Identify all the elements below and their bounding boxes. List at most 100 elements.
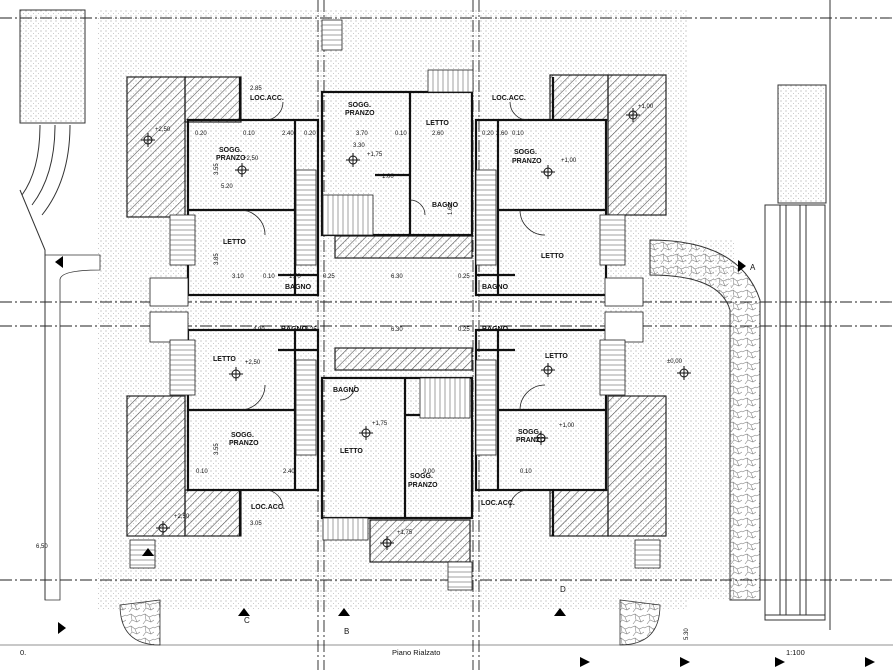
dimension-label: 4.90 — [253, 327, 265, 333]
dimension-label: 9.00 — [423, 469, 435, 475]
level-marker-cross — [359, 426, 373, 440]
room-labels: LOC.ACC. LOC.ACC. LOC.ACC. LOC.ACC. SOGG… — [213, 95, 568, 511]
dimension-label: 0.20 — [195, 131, 207, 137]
room-label: LETTO — [340, 448, 363, 455]
room-label: LOC.ACC. — [481, 500, 515, 507]
room-label: SOGG. — [348, 102, 371, 109]
dimension-label: 0.10 — [520, 469, 532, 475]
dimension-label: 6.30 — [391, 327, 403, 333]
room-label: LOC.ACC. — [492, 95, 526, 102]
dimension-label: 0.10 — [243, 131, 255, 137]
level-marker-cross — [346, 153, 360, 167]
drawing-title: Piano Rialzato — [392, 648, 440, 657]
dimension-label: 2.85 — [250, 86, 262, 92]
room-label: LOC.ACC. — [250, 95, 284, 102]
dimension-label: 0.20 — [482, 131, 494, 137]
section-mark-b: B — [344, 627, 349, 636]
dimension-label: 0.25 — [458, 274, 470, 280]
elevation-label: +2,50 — [155, 127, 171, 133]
room-label: LETTO — [545, 353, 568, 360]
elevation-label: ±0,00 — [667, 359, 683, 365]
dimension-labels: 2.85 3.70 0.10 2.60 0.20 0.10 2.40 0.20 … — [195, 86, 690, 640]
room-label: LOC.ACC. — [251, 504, 285, 511]
dimension-label: 5.20 — [221, 184, 233, 190]
dimension-label: 5.30 — [684, 628, 690, 640]
elevation-label: +2,50 — [174, 514, 190, 520]
room-label: LETTO — [426, 120, 449, 127]
dimension-label: 0.10 — [196, 469, 208, 475]
dimension-label: 2.40 — [282, 131, 294, 137]
room-label: PRANZO — [516, 437, 546, 444]
section-mark-a: A — [750, 263, 756, 272]
level-marker-cross — [541, 165, 555, 179]
level-marker-cross — [541, 363, 555, 377]
dimension-label: 0.10 — [512, 131, 524, 137]
elevation-label: +2,50 — [245, 360, 261, 366]
room-label: BAGNO — [482, 284, 509, 291]
room-label: SOGG. — [518, 429, 541, 436]
room-label: SOGG. — [231, 432, 254, 439]
room-label: BAGNO — [333, 387, 360, 394]
room-label: SOGG. — [410, 473, 433, 480]
elevation-label: +2,50 — [243, 156, 259, 162]
dimension-label: 2.60 — [496, 131, 508, 137]
elevation-label: +1,75 — [397, 530, 413, 536]
elevation-label: +1,75 — [367, 152, 383, 158]
elevation-labels: +2,50 +2,50 +1,75 +1,00 +1,00 +2,50 +1,7… — [36, 104, 683, 550]
dimension-label: 3.10 — [232, 274, 244, 280]
dimension-label: 0.25 — [323, 274, 335, 280]
stone-paving — [44, 239, 761, 646]
stair-treads — [130, 24, 660, 588]
elevation-markers — [141, 108, 691, 550]
room-label: PRANZO — [345, 110, 375, 117]
dimension-label: 3.55 — [214, 443, 220, 455]
level-marker-cross — [380, 536, 394, 550]
dimension-label: 6.30 — [391, 274, 403, 280]
room-label: BAGNO — [432, 202, 459, 209]
room-label: LETTO — [213, 356, 236, 363]
section-mark-d: D — [560, 585, 566, 594]
room-label: PRANZO — [229, 440, 259, 447]
dimension-label: 3.30 — [353, 143, 365, 149]
origin-mark: 0. — [20, 648, 26, 657]
room-label: BAGNO — [482, 326, 509, 333]
elevation-label: +1,00 — [561, 158, 577, 164]
dimension-label: 2.60 — [432, 131, 444, 137]
elevation-label: 6,50 — [36, 544, 48, 550]
right-parking-strip — [764, 0, 831, 630]
terraces — [126, 74, 667, 563]
room-label: LETTO — [223, 239, 246, 246]
drawing-scale: 1:100 — [786, 648, 805, 657]
level-marker-cross — [229, 367, 243, 381]
drawing-caption: 0. Piano Rialzato 1:100 — [0, 644, 893, 657]
section-mark-c: C — [244, 616, 250, 625]
section-arrows — [55, 256, 875, 667]
elevation-label: +1,75 — [372, 421, 388, 427]
dimension-label: 1.00 — [382, 174, 394, 180]
room-label: BAGNO — [281, 326, 308, 333]
dimension-label: 0.20 — [304, 131, 316, 137]
dimension-label: 3.05 — [250, 521, 262, 527]
dimension-label: 3.55 — [214, 163, 220, 175]
dimension-label: 2.40 — [283, 469, 295, 475]
dimension-label: 0.10 — [395, 131, 407, 137]
dimension-label: 0.25 — [305, 327, 317, 333]
elevation-label: +1,00 — [638, 104, 654, 110]
door-swings — [239, 101, 546, 509]
level-marker-cross — [141, 133, 155, 147]
dimension-label: 0.10 — [263, 274, 275, 280]
level-marker-cross — [677, 366, 691, 380]
room-label: PRANZO — [216, 155, 246, 162]
dimension-label: 1.60 — [448, 203, 454, 215]
level-marker-cross — [534, 431, 548, 445]
dimension-label: 0.25 — [458, 327, 470, 333]
room-label: BAGNO — [285, 284, 312, 291]
level-marker-cross — [235, 163, 249, 177]
room-label: SOGG. — [219, 147, 242, 154]
section-letters: A B C D — [244, 263, 756, 636]
room-label: PRANZO — [512, 158, 542, 165]
dimension-label: 1.70 — [289, 274, 301, 280]
walls — [186, 77, 608, 536]
